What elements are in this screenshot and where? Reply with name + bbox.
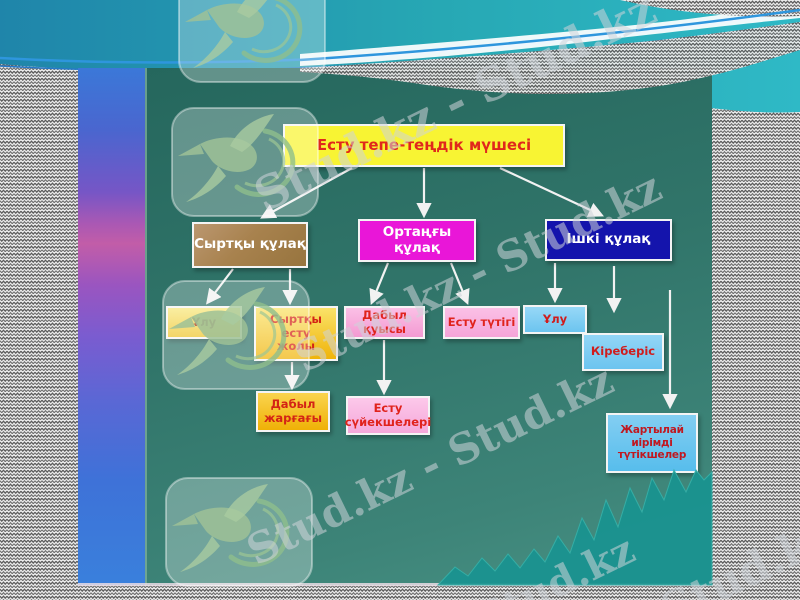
slide-bottom-edge: [78, 583, 712, 586]
node-zhartylay-label: Жартылай иірімді түтікшелер: [617, 424, 687, 462]
node-estu-tutigi-label: Есту түтігі: [447, 314, 516, 329]
node-middle-label: Ортаңғы құлақ: [382, 223, 452, 256]
node-ulu-outer-label: Ұлу: [191, 314, 217, 329]
node-estu-suyeksheleri-label: Есту сүйекшелері: [344, 400, 432, 429]
node-ulu-inner: Ұлу: [523, 305, 587, 334]
node-estu-tutigi: Есту түтігі: [443, 306, 520, 339]
node-outer-label: Сыртқы құлақ: [194, 236, 306, 253]
node-ulu-inner-label: Ұлу: [542, 311, 568, 326]
node-dabyl-zhargagy-label: Дабыл жарғағы: [263, 396, 323, 425]
node-ulu-outer: Ұлу: [166, 306, 242, 339]
node-outer-ear: Сыртқы құлақ: [192, 222, 308, 268]
node-dabyl-zhargagy: Дабыл жарғағы: [256, 391, 330, 432]
wave-blue-curve: [0, 10, 800, 64]
node-estu-suyeksheleri: Есту сүйекшелері: [344, 396, 432, 435]
slide-accent-bar: [78, 68, 145, 585]
wave-blue-curve-2: [0, 23, 800, 72]
node-zhartylay: Жартылай иірімді түтікшелер: [606, 413, 698, 473]
